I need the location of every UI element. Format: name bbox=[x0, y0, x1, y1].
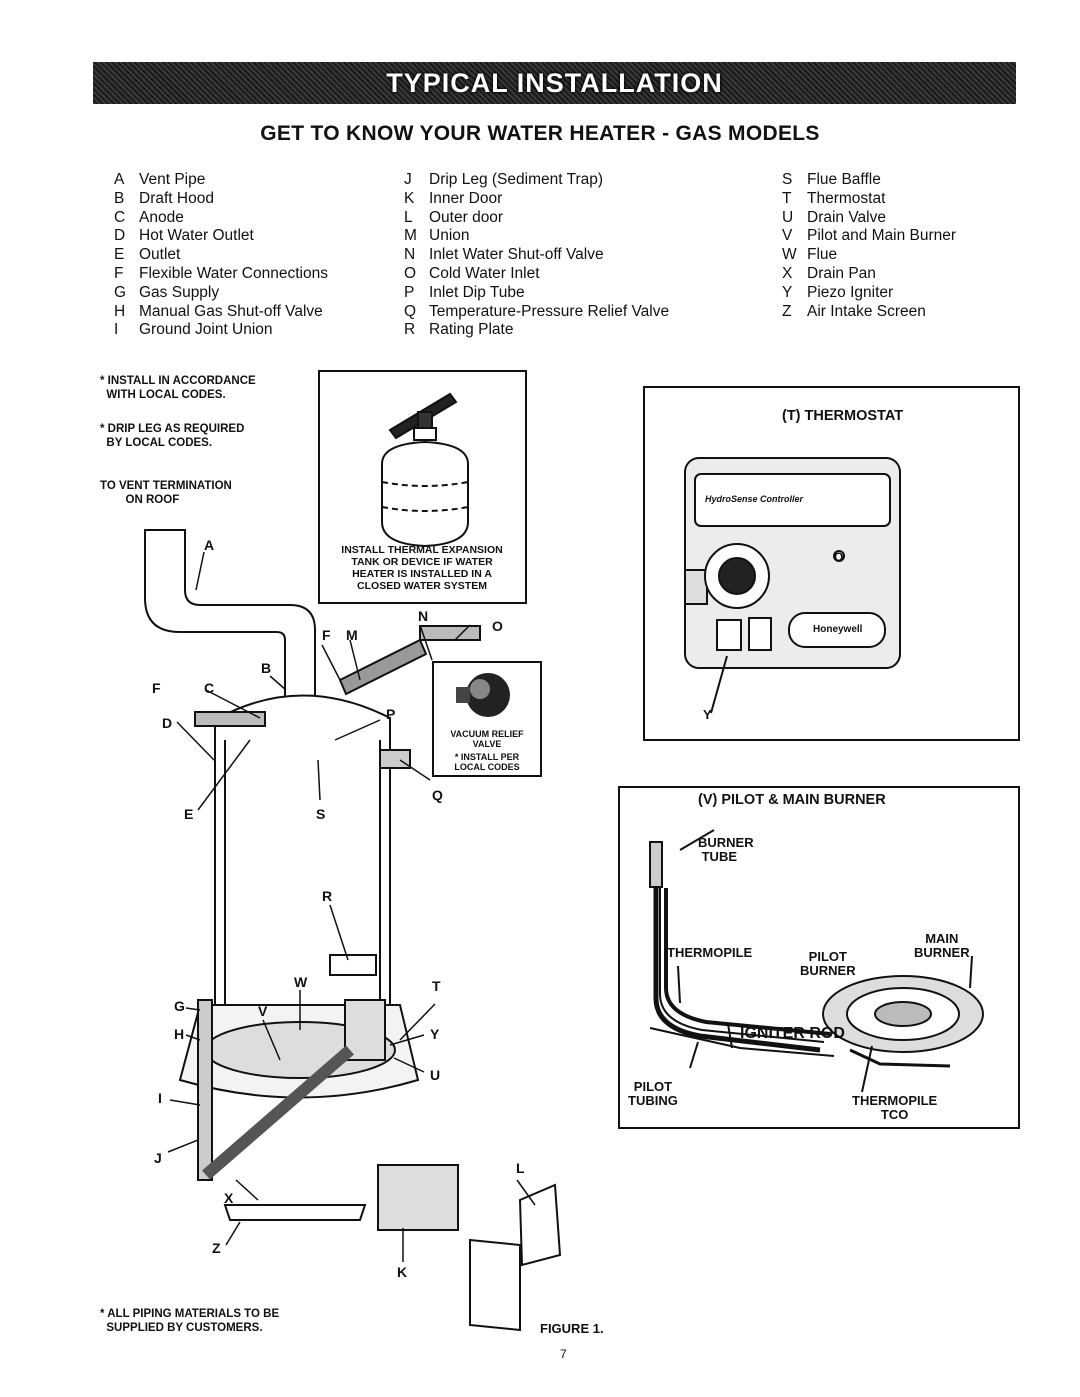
callout-n: N bbox=[418, 608, 429, 624]
callout-d: D bbox=[162, 715, 173, 731]
burner-tube-label: BURNER TUBE bbox=[698, 835, 754, 864]
banner: TYPICAL INSTALLATION bbox=[93, 62, 1016, 104]
note-install-codes: * INSTALL IN ACCORDANCE WITH LOCAL CODES… bbox=[100, 375, 256, 401]
callout-y: Y bbox=[430, 1026, 440, 1042]
callout-i: I bbox=[158, 1090, 162, 1106]
thermopile-label: THERMOPILE bbox=[667, 945, 753, 960]
main-burner-label: MAIN BURNER bbox=[914, 931, 970, 960]
thermostat-box: (T) THERMOSTAT HydroSense Controller Hon… bbox=[643, 386, 1020, 741]
thermostat-title: (T) THERMOSTAT bbox=[782, 408, 904, 424]
callout-j: J bbox=[154, 1150, 162, 1166]
expansion-tank-illustration bbox=[381, 392, 469, 548]
callout-o: O bbox=[492, 618, 503, 634]
callout-r: R bbox=[322, 888, 333, 904]
pilot-tubing-label: PILOT TUBING bbox=[628, 1079, 678, 1108]
thermostat-knob-letter: O bbox=[834, 550, 844, 564]
vacuum-relief-code: * INSTALL PER LOCAL CODES bbox=[454, 752, 520, 772]
figure-caption: FIGURE 1. bbox=[540, 1321, 604, 1336]
callout-q: Q bbox=[432, 787, 443, 803]
callout-h: H bbox=[174, 1026, 185, 1042]
callout-v: V bbox=[258, 1003, 268, 1019]
thermostat-brand: HydroSense Controller bbox=[705, 494, 804, 504]
burner-illustration bbox=[649, 829, 984, 1093]
callout-u: U bbox=[430, 1067, 441, 1083]
callout-c: C bbox=[204, 680, 215, 696]
note-drip-leg: * DRIP LEG AS REQUIRED BY LOCAL CODES. bbox=[100, 423, 245, 449]
igniter-rod-label: IGNITER ROD bbox=[740, 1025, 845, 1042]
thermostat-illustration bbox=[684, 457, 901, 714]
callout-x: X bbox=[224, 1190, 234, 1206]
note-thermal-expansion: INSTALL THERMAL EXPANSION TANK OR DEVICE… bbox=[341, 544, 503, 592]
vacuum-relief-valve-icon bbox=[456, 673, 510, 717]
callout-f-right: F bbox=[322, 627, 331, 643]
note-piping: * ALL PIPING MATERIALS TO BE SUPPLIED BY… bbox=[100, 1308, 280, 1334]
water-heater-illustration bbox=[144, 529, 562, 1332]
burner-box: (V) PILOT & MAIN BURNER BURNER TUBE THER… bbox=[618, 786, 1020, 1129]
callout-e: E bbox=[184, 806, 194, 822]
pilot-burner-label: PILOT BURNER bbox=[800, 949, 856, 978]
callout-s: S bbox=[316, 806, 326, 822]
callout-g: G bbox=[174, 998, 185, 1014]
callout-l: L bbox=[516, 1160, 525, 1176]
burner-title: (V) PILOT & MAIN BURNER bbox=[698, 792, 886, 808]
callout-t: T bbox=[432, 978, 441, 994]
thermostat-callout-y: Y bbox=[703, 707, 712, 722]
vacuum-relief-box: VACUUM RELIEF VALVE * INSTALL PER LOCAL … bbox=[432, 661, 542, 777]
callout-p: P bbox=[386, 706, 396, 722]
callout-m: M bbox=[346, 627, 358, 643]
callout-z: Z bbox=[212, 1240, 221, 1256]
callout-w: W bbox=[294, 974, 308, 990]
expansion-tank-box: INSTALL THERMAL EXPANSION TANK OR DEVICE… bbox=[318, 370, 527, 604]
callout-b: B bbox=[261, 660, 272, 676]
banner-title: TYPICAL INSTALLATION bbox=[386, 67, 723, 98]
vacuum-relief-label: VACUUM RELIEF VALVE bbox=[450, 729, 524, 749]
thermopile-tco-label: THERMOPILE TCO bbox=[852, 1093, 938, 1122]
honeywell-logo: Honeywell bbox=[813, 624, 863, 635]
page-subtitle: GET TO KNOW YOUR WATER HEATER - GAS MODE… bbox=[260, 122, 820, 145]
callout-k: K bbox=[397, 1264, 408, 1280]
note-vent-termination: TO VENT TERMINATION ON ROOF bbox=[100, 480, 232, 506]
page-number: 7 bbox=[560, 1347, 567, 1361]
callout-f-left: F bbox=[152, 680, 161, 696]
callout-a: A bbox=[204, 537, 215, 553]
